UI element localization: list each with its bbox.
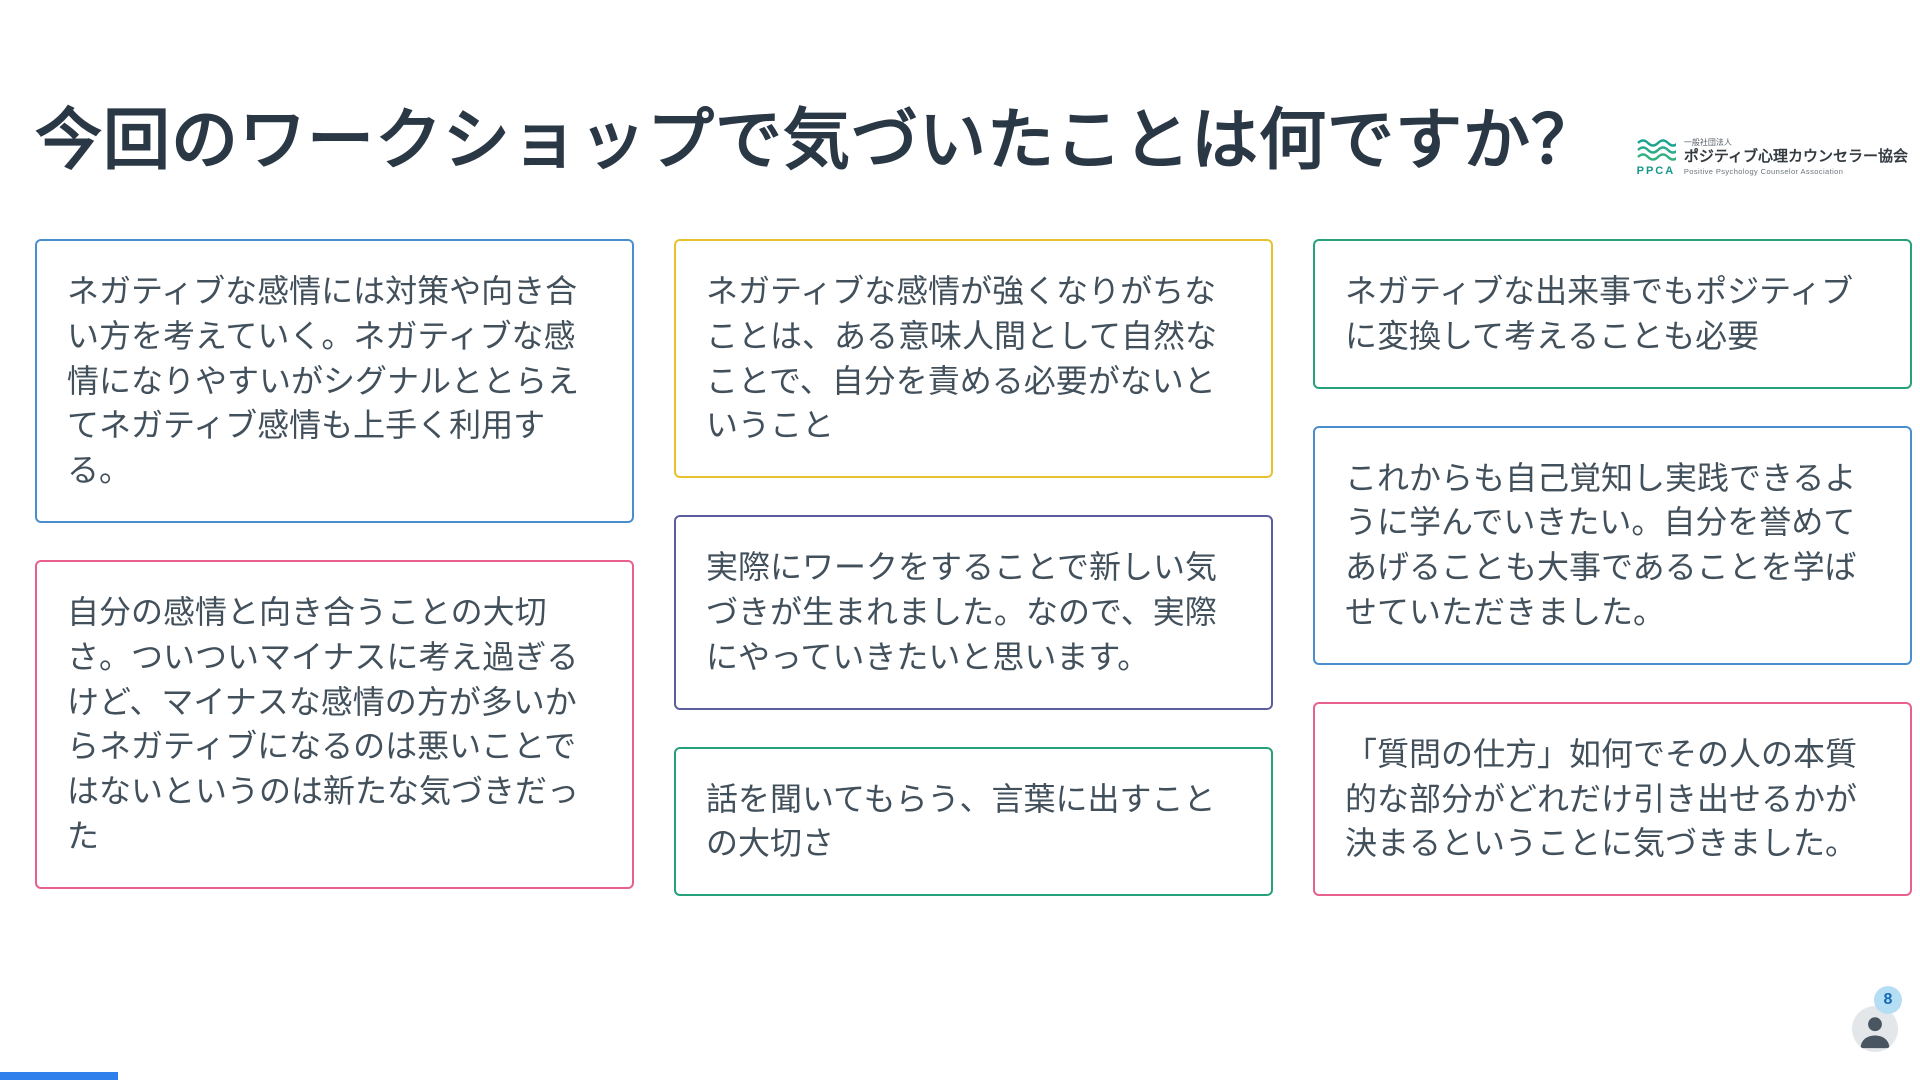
avatar[interactable] xyxy=(1852,1006,1898,1052)
responses-column-2: ネガティブな感情が強くなりがちなことは、ある意味人間として自然なことで、自分を責… xyxy=(674,239,1273,897)
presence-widget: 8 xyxy=(1852,986,1902,1052)
logo-org-name-en: Positive Psychology Counselor Associatio… xyxy=(1683,167,1844,177)
logo-org-prefix: 一般社団法人 xyxy=(1683,138,1732,148)
responses-column-1: ネガティブな感情には対策や向き合い方を考えていく。ネガティブな感情になりやすいが… xyxy=(35,239,634,896)
response-text: 話を聞いてもらう、言葉に出すことの大切さ xyxy=(706,780,1216,862)
response-card: ネガティブな出来事でもポジティブに変換して考えることも必要 xyxy=(1313,239,1912,389)
waves-icon xyxy=(1637,139,1676,161)
response-card: ネガティブな感情が強くなりがちなことは、ある意味人間として自然なことで、自分を責… xyxy=(674,239,1273,479)
response-text: これからも自己覚知し実践できるように学んでいきたい。自分を誉めてあげることも大事… xyxy=(1345,459,1857,630)
organization-logo: PPCA 一般社団法人 ポジティブ心理カウンセラー協会 Positive Psy… xyxy=(1636,138,1908,177)
participant-count-badge: 8 xyxy=(1874,986,1902,1014)
response-card: 自分の感情と向き合うことの大切さ。ついついマイナスに考え過ぎるけど、マイナスな感… xyxy=(35,559,634,889)
response-card: これからも自己覚知し実践できるように学んでいきたい。自分を誉めてあげることも大事… xyxy=(1313,425,1912,665)
logo-acronym: PPCA xyxy=(1636,165,1676,177)
response-card: ネガティブな感情には対策や向き合い方を考えていく。ネガティブな感情になりやすいが… xyxy=(35,239,634,523)
person-icon xyxy=(1860,1017,1890,1049)
progress-bar xyxy=(0,1072,118,1080)
responses-grid: ネガティブな感情には対策や向き合い方を考えていく。ネガティブな感情になりやすいが… xyxy=(35,239,1912,897)
response-text: 実際にワークをすることで新しい気づきが生まれました。なので、実際にやっていきたい… xyxy=(706,549,1218,675)
response-text: 自分の感情と向き合うことの大切さ。ついついマイナスに考え過ぎるけど、マイナスな感… xyxy=(67,593,580,854)
response-card: 「質問の仕方」如何でその人の本質的な部分がどれだけ引き出せるかが決まるということ… xyxy=(1313,701,1912,897)
response-text: ネガティブな出来事でもポジティブに変換して考えることも必要 xyxy=(1345,273,1854,354)
response-text: ネガティブな感情が強くなりがちなことは、ある意味人間として自然なことで、自分を責… xyxy=(706,273,1218,444)
logo-text: 一般社団法人 ポジティブ心理カウンセラー協会 Positive Psycholo… xyxy=(1684,138,1908,176)
logo-org-name: ポジティブ心理カウンセラー協会 xyxy=(1683,148,1908,166)
response-text: ネガティブな感情には対策や向き合い方を考えていく。ネガティブな感情になりやすいが… xyxy=(67,273,580,489)
response-card: 話を聞いてもらう、言葉に出すことの大切さ xyxy=(674,746,1273,897)
response-text: 「質問の仕方」如何でその人の本質的な部分がどれだけ引き出せるかが決まるということ… xyxy=(1345,735,1858,862)
response-card: 実際にワークをすることで新しい気づきが生まれました。なので、実際にやっていきたい… xyxy=(674,515,1273,710)
logo-mark: PPCA xyxy=(1636,138,1676,177)
page-title: 今回のワークショップで気づいたことは何ですか？ xyxy=(35,103,1599,178)
responses-column-3: ネガティブな出来事でもポジティブに変換して考えることも必要 これからも自己覚知し… xyxy=(1313,239,1912,897)
